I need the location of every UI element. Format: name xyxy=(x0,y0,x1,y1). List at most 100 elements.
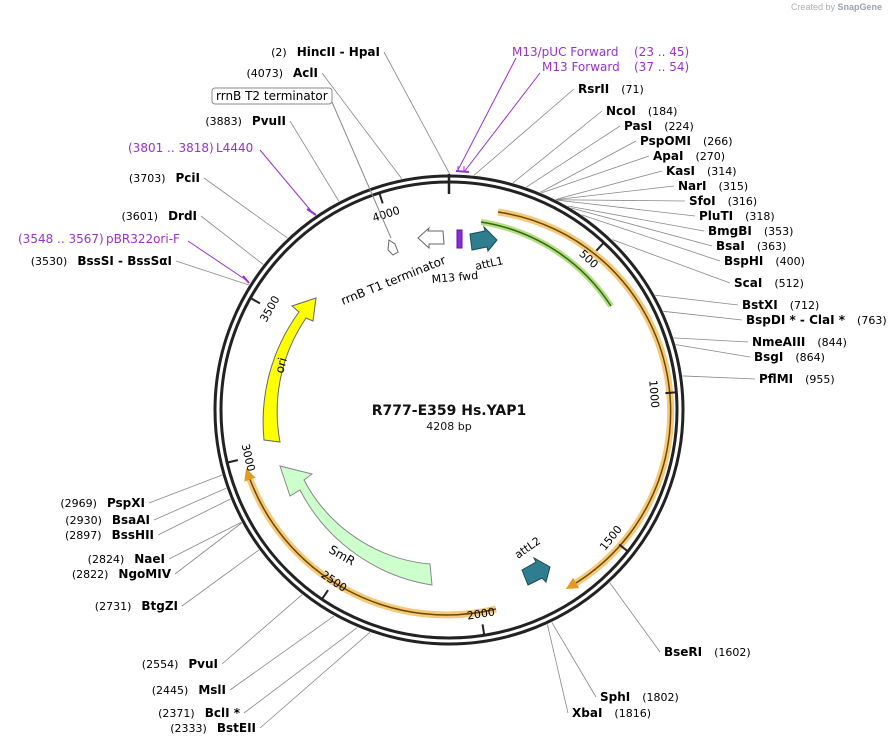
tick-label: 3000 xyxy=(239,443,258,473)
site-leader-line xyxy=(581,214,721,262)
tick-mark xyxy=(595,242,604,252)
restriction-site-label[interactable]: (3703)PciI xyxy=(129,171,200,185)
restriction-site-label[interactable]: BmgBI (353) xyxy=(708,224,793,238)
site-position: (1802) xyxy=(642,691,679,704)
site-position: (4073) xyxy=(246,67,283,80)
restriction-site-label[interactable]: ApaI (270) xyxy=(653,149,725,163)
restriction-site-label[interactable]: (2554)PvuI xyxy=(142,657,218,671)
restriction-site-label[interactable]: XbaI(1816) xyxy=(572,706,651,720)
primer-pbr322-name: pBR322ori-F xyxy=(106,232,180,246)
ori-feature xyxy=(262,297,317,443)
site-position: (763) xyxy=(857,314,887,327)
tick-mark xyxy=(481,624,486,635)
site-name: NcoI xyxy=(606,104,636,118)
site-name: NarI xyxy=(678,179,707,193)
snapgene-credit: Created by SnapGene xyxy=(791,2,882,12)
primer-m13-puc-range: (23 .. 45) xyxy=(634,45,689,59)
site-name: XbaI xyxy=(572,706,602,720)
site-leader-line xyxy=(682,375,756,380)
site-position: (2930) xyxy=(65,514,102,527)
restriction-site-label[interactable]: (2824)NaeI xyxy=(88,552,165,566)
restriction-site-label[interactable]: SphI (1802) xyxy=(600,690,679,704)
site-leader-line xyxy=(148,474,223,504)
site-name: NmeAIII xyxy=(752,335,805,349)
restriction-site-label[interactable]: PflMI(955) xyxy=(759,372,835,386)
site-leader-line xyxy=(556,199,696,217)
site-position: (315) xyxy=(719,180,749,193)
site-leader-line xyxy=(321,72,403,180)
site-position: (71) xyxy=(621,83,644,96)
m13-fwd-feature xyxy=(456,229,463,249)
restriction-site-label[interactable]: (3601)DrdI xyxy=(121,209,197,223)
restriction-site-label[interactable]: (3530)BssSI - BssSαI xyxy=(31,254,172,268)
restriction-site-label[interactable]: (4073)AclI xyxy=(246,66,318,80)
restriction-site-label[interactable]: BseRI(1602) xyxy=(664,645,751,659)
restriction-site-label[interactable]: RsrII(71) xyxy=(578,82,644,96)
restriction-site-label[interactable]: KasI(314) xyxy=(666,164,737,178)
restriction-site-label[interactable]: (2731)BtgZI xyxy=(95,599,178,613)
restriction-site-label[interactable]: BspDI * - ClaI *(763) xyxy=(746,313,887,327)
restriction-site-label[interactable]: BsgI(864) xyxy=(754,350,825,364)
site-name: BssHII xyxy=(112,528,154,542)
restriction-site-label[interactable]: (2822)NgoMIV xyxy=(72,567,172,581)
restriction-site-label[interactable]: (2930)BsaAI xyxy=(65,513,150,527)
tick-mark xyxy=(665,391,676,395)
backbone-orange-arc xyxy=(244,472,497,619)
site-position: (270) xyxy=(695,150,725,163)
site-name: SfoI xyxy=(689,194,716,208)
attl2-label: attL2 xyxy=(512,534,543,561)
restriction-site-label[interactable]: (2897)BssHII xyxy=(65,528,154,542)
site-leader-line xyxy=(540,140,637,193)
site-leader-line xyxy=(555,170,663,200)
primer-l4440-name: L4440 xyxy=(216,141,253,155)
site-name: BtgZI xyxy=(141,599,178,613)
site-name: SphI xyxy=(600,690,630,704)
restriction-site-label[interactable]: (2445)MslI xyxy=(152,683,226,697)
site-name: BseRI xyxy=(664,645,702,659)
site-name: BstXI xyxy=(742,298,778,312)
restriction-site-label[interactable]: (2371)BclI * xyxy=(158,706,241,720)
insert-arc xyxy=(497,208,675,590)
site-position: (2) xyxy=(271,46,287,59)
tick-mark xyxy=(618,543,628,552)
restriction-site-label[interactable]: (2333)BstEII xyxy=(170,721,256,735)
plasmid-size: 4208 bp xyxy=(426,420,471,433)
restriction-sites: RsrII(71) NcoI (184)PasI(224)PspOMI(266)Ap… xyxy=(31,45,887,735)
site-leader-line xyxy=(243,627,358,714)
restriction-site-label[interactable]: PasI(224) xyxy=(624,119,694,133)
restriction-site-label[interactable]: SfoI(316) xyxy=(689,194,757,208)
primer-m13-puc-name: M13/pUC Forward xyxy=(512,45,619,59)
site-name: PflMI xyxy=(759,372,793,386)
site-name: BmgBI xyxy=(708,224,752,238)
restriction-site-label[interactable]: (2) HincII - HpaI xyxy=(271,45,380,59)
site-name: NaeI xyxy=(134,552,165,566)
restriction-site-label[interactable]: ScaI(512) xyxy=(734,276,804,290)
site-name: ApaI xyxy=(653,149,683,163)
site-name: BsaI xyxy=(716,239,745,253)
restriction-site-label[interactable]: NmeAIII(844) xyxy=(752,335,847,349)
restriction-site-label[interactable]: BsaI(363) xyxy=(716,239,786,253)
restriction-site-label[interactable]: (3883) PvuII xyxy=(205,114,286,128)
restriction-site-label[interactable]: NarI (315) xyxy=(678,179,748,193)
restriction-site-label[interactable]: (2969)PspXI xyxy=(60,496,145,510)
site-leader-line xyxy=(168,521,242,560)
site-name: PvuI xyxy=(188,657,218,671)
restriction-site-label[interactable]: NcoI (184) xyxy=(606,104,677,118)
site-position: (353) xyxy=(764,225,794,238)
site-name: PvuII xyxy=(252,114,286,128)
site-name: PspOMI xyxy=(640,134,691,148)
tick-mark xyxy=(378,193,384,204)
restriction-site-label[interactable]: BstXI(712) xyxy=(742,298,819,312)
site-name: NgoMIV xyxy=(118,567,171,581)
site-leader-line xyxy=(526,125,621,188)
site-position: (3883) xyxy=(205,115,242,128)
site-leader-line xyxy=(556,199,686,202)
site-name: HincII - HpaI xyxy=(297,45,380,59)
restriction-site-label[interactable]: PspOMI(266) xyxy=(640,134,733,148)
restriction-site-label[interactable]: BspHI(400) xyxy=(724,254,805,268)
site-position: (184) xyxy=(648,105,678,118)
rrnb-t2-feature xyxy=(387,239,399,256)
credit-prefix: Created by xyxy=(790,2,835,12)
primer-pbr322-range: (3548 .. 3567) xyxy=(18,232,104,246)
restriction-site-label[interactable]: PluTI(318) xyxy=(699,209,775,223)
